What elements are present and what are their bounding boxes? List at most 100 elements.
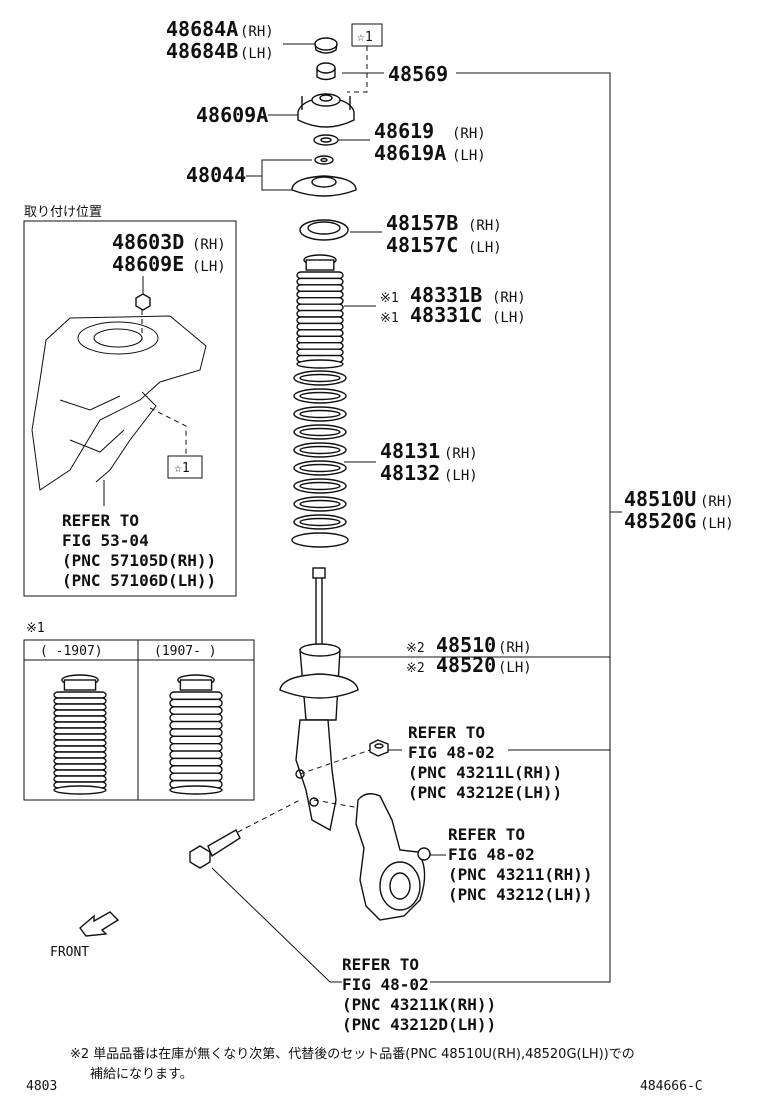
ref-line: (PNC 43212(LH)) <box>448 885 593 904</box>
part-number: 48603D <box>112 230 184 254</box>
front-arrow: FRONT <box>50 911 120 960</box>
part-number: 48609A <box>196 103 268 127</box>
ref-line: FIG 48-02 <box>448 845 535 864</box>
note-mark: ※2 <box>406 641 425 656</box>
inset-title: 取り付け位置 <box>24 205 102 220</box>
star-marker-text: ☆1 <box>357 30 373 45</box>
label-48044: 48044 <box>186 163 246 187</box>
drawing-id: 484666-C <box>640 1079 703 1094</box>
label-48510U: 48510U (RH) 48520G (LH) <box>624 487 734 533</box>
label-48569: 48569 <box>388 62 448 86</box>
ref-block-3: REFER TO FIG 48-02 (PNC 43211K(RH)) (PNC… <box>342 955 496 1034</box>
part-suffix: (RH) <box>700 494 734 510</box>
label-48510: ※2 48510 (RH) ※2 48520 (LH) <box>406 633 532 677</box>
part-number: 48684A <box>166 17 238 41</box>
ref-line: REFER TO <box>448 825 525 844</box>
star-marker-top: ☆1 <box>351 23 383 47</box>
part-suffix: (RH) <box>444 446 478 462</box>
inset-mounting-position: 取り付け位置 48603D (RH) 48609E (LH) ☆1 REFER … <box>23 205 237 597</box>
part-suffix: (RH) <box>240 24 274 40</box>
star-marker-text: ☆1 <box>174 461 190 476</box>
part-suffix: (LH) <box>492 310 526 326</box>
part-number: 48131 <box>380 439 440 463</box>
part-suffix: (LH) <box>192 259 226 275</box>
ref-line: (PNC 43211K(RH)) <box>342 995 496 1014</box>
bearing-48619-drawing <box>313 134 339 146</box>
ref-block-2: REFER TO FIG 48-02 (PNC 43211(RH)) (PNC … <box>448 825 593 904</box>
label-48609A: 48609A <box>196 103 268 127</box>
date-range-before: ( -1907) <box>40 644 103 659</box>
label-48157: 48157B (RH) 48157C (LH) <box>386 211 502 257</box>
date-range-after: (1907- ) <box>154 644 217 659</box>
ref-line: (PNC 43212D(LH)) <box>342 1015 496 1034</box>
ref-line: FIG 53-04 <box>62 531 149 550</box>
boot-variant-new <box>169 674 223 795</box>
part-suffix: (RH) <box>452 126 486 142</box>
ref-line: (PNC 57106D(LH)) <box>62 571 216 590</box>
part-suffix: (RH) <box>192 237 226 253</box>
part-number: 48132 <box>380 461 440 485</box>
ref-line: REFER TO <box>342 955 419 974</box>
insulator-48157-drawing <box>299 219 349 241</box>
part-number: 48510U <box>624 487 696 511</box>
ref-line: FIG 48-02 <box>342 975 429 994</box>
part-suffix: (RH) <box>498 640 532 656</box>
ref-line: (PNC 57105D(RH)) <box>62 551 216 570</box>
part-suffix: (RH) <box>468 218 502 234</box>
part-number: 48510 <box>436 633 496 657</box>
ref-block-1: REFER TO FIG 48-02 (PNC 43211L(RH)) (PNC… <box>408 723 562 802</box>
label-48619: 48619 (RH) 48619A (LH) <box>374 119 486 165</box>
strut-48510-drawing <box>279 567 359 832</box>
boot-variant-old <box>53 674 107 795</box>
boot-48331-drawing <box>296 254 344 369</box>
part-number: 48520G <box>624 509 696 533</box>
ref-line: REFER TO <box>62 511 139 530</box>
strut-nut-drawing <box>369 739 389 757</box>
part-number: 48684B <box>166 39 238 63</box>
label-48331: ※1 48331B (RH) ※1 48331C (LH) <box>380 283 526 327</box>
label-48684: 48684A (RH) 48684B (LH) <box>166 17 274 63</box>
knuckle-drawing <box>355 793 431 921</box>
part-number: 48044 <box>186 163 246 187</box>
ref-line: REFER TO <box>408 723 485 742</box>
seat-48044-drawing <box>291 155 357 197</box>
part-number: 48520 <box>436 653 496 677</box>
footnote-line: ※2 単品品番は在庫が無くなり次第、代替後のセット品番(PNC 48510U(R… <box>70 1046 635 1062</box>
part-number: 48609E <box>112 252 184 276</box>
ref-line: (PNC 43211(RH)) <box>448 865 593 884</box>
ref-line: (PNC 43211L(RH)) <box>408 763 562 782</box>
part-suffix: (LH) <box>468 240 502 256</box>
bolt-drawing <box>189 829 241 869</box>
footnote-line: 補給になります。 <box>90 1067 193 1082</box>
part-suffix: (LH) <box>700 516 734 532</box>
note-mark: ※1 <box>380 311 399 326</box>
ref-line: (PNC 43212E(LH)) <box>408 783 562 802</box>
part-number: 48331C <box>410 303 482 327</box>
part-suffix: (LH) <box>498 660 532 676</box>
note-mark: ※2 <box>406 661 425 676</box>
spring-48131-drawing <box>291 370 349 548</box>
part-suffix: (RH) <box>492 290 526 306</box>
part-suffix: (LH) <box>240 46 274 62</box>
nut-icon <box>135 293 151 311</box>
part-number: 48157B <box>386 211 458 235</box>
cap-48684-drawing <box>314 37 338 54</box>
note-mark: ※1 <box>26 621 45 636</box>
part-number: 48157C <box>386 233 458 257</box>
front-label: FRONT <box>50 945 89 960</box>
nut-48569-drawing <box>316 62 336 81</box>
note1-boot-variants: ※1 ( -1907) (1907- ) <box>23 621 255 801</box>
page-id: 4803 <box>26 1079 57 1094</box>
footnote: ※2 単品品番は在庫が無くなり次第、代替後のセット品番(PNC 48510U(R… <box>70 1046 635 1082</box>
part-suffix: (LH) <box>452 148 486 164</box>
support-48609A-drawing <box>297 93 355 128</box>
label-48131: 48131 (RH) 48132 (LH) <box>380 439 478 485</box>
note-mark: ※1 <box>380 291 399 306</box>
ref-line: FIG 48-02 <box>408 743 495 762</box>
part-number: 48619A <box>374 141 446 165</box>
front-arrow-icon <box>79 911 120 937</box>
part-number: 48331B <box>410 283 482 307</box>
part-suffix: (LH) <box>444 468 478 484</box>
part-number: 48569 <box>388 62 448 86</box>
